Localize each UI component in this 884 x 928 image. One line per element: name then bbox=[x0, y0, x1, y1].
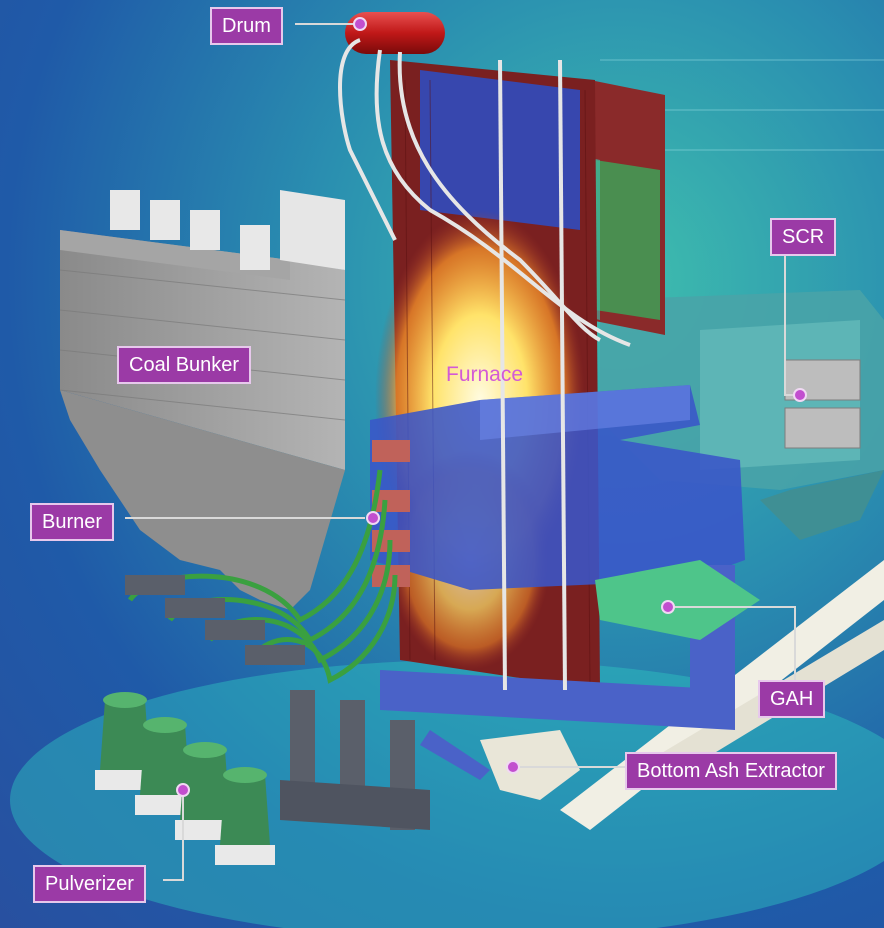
label-bottom-ash-extractor: Bottom Ash Extractor bbox=[625, 752, 837, 790]
riser-pipes bbox=[338, 38, 631, 691]
pulverizers bbox=[95, 692, 275, 865]
mill-frame bbox=[125, 575, 430, 830]
label-gah: GAH bbox=[758, 680, 826, 718]
anchor-dots bbox=[176, 17, 807, 797]
bottom-ash-extractor bbox=[480, 730, 580, 800]
label-drum: Drum bbox=[210, 7, 283, 45]
label-pulverizer: Pulverizer bbox=[33, 865, 146, 903]
label-burner: Burner bbox=[30, 503, 115, 541]
burners bbox=[372, 440, 410, 587]
gah-unit bbox=[595, 560, 760, 640]
label-scr: SCR bbox=[770, 218, 837, 256]
label-furnace: Furnace bbox=[446, 363, 524, 386]
coal-bunker bbox=[59, 190, 346, 610]
drum bbox=[345, 12, 445, 54]
scr-structure bbox=[600, 290, 884, 540]
label-coal-bunker: Coal Bunker bbox=[117, 346, 252, 384]
